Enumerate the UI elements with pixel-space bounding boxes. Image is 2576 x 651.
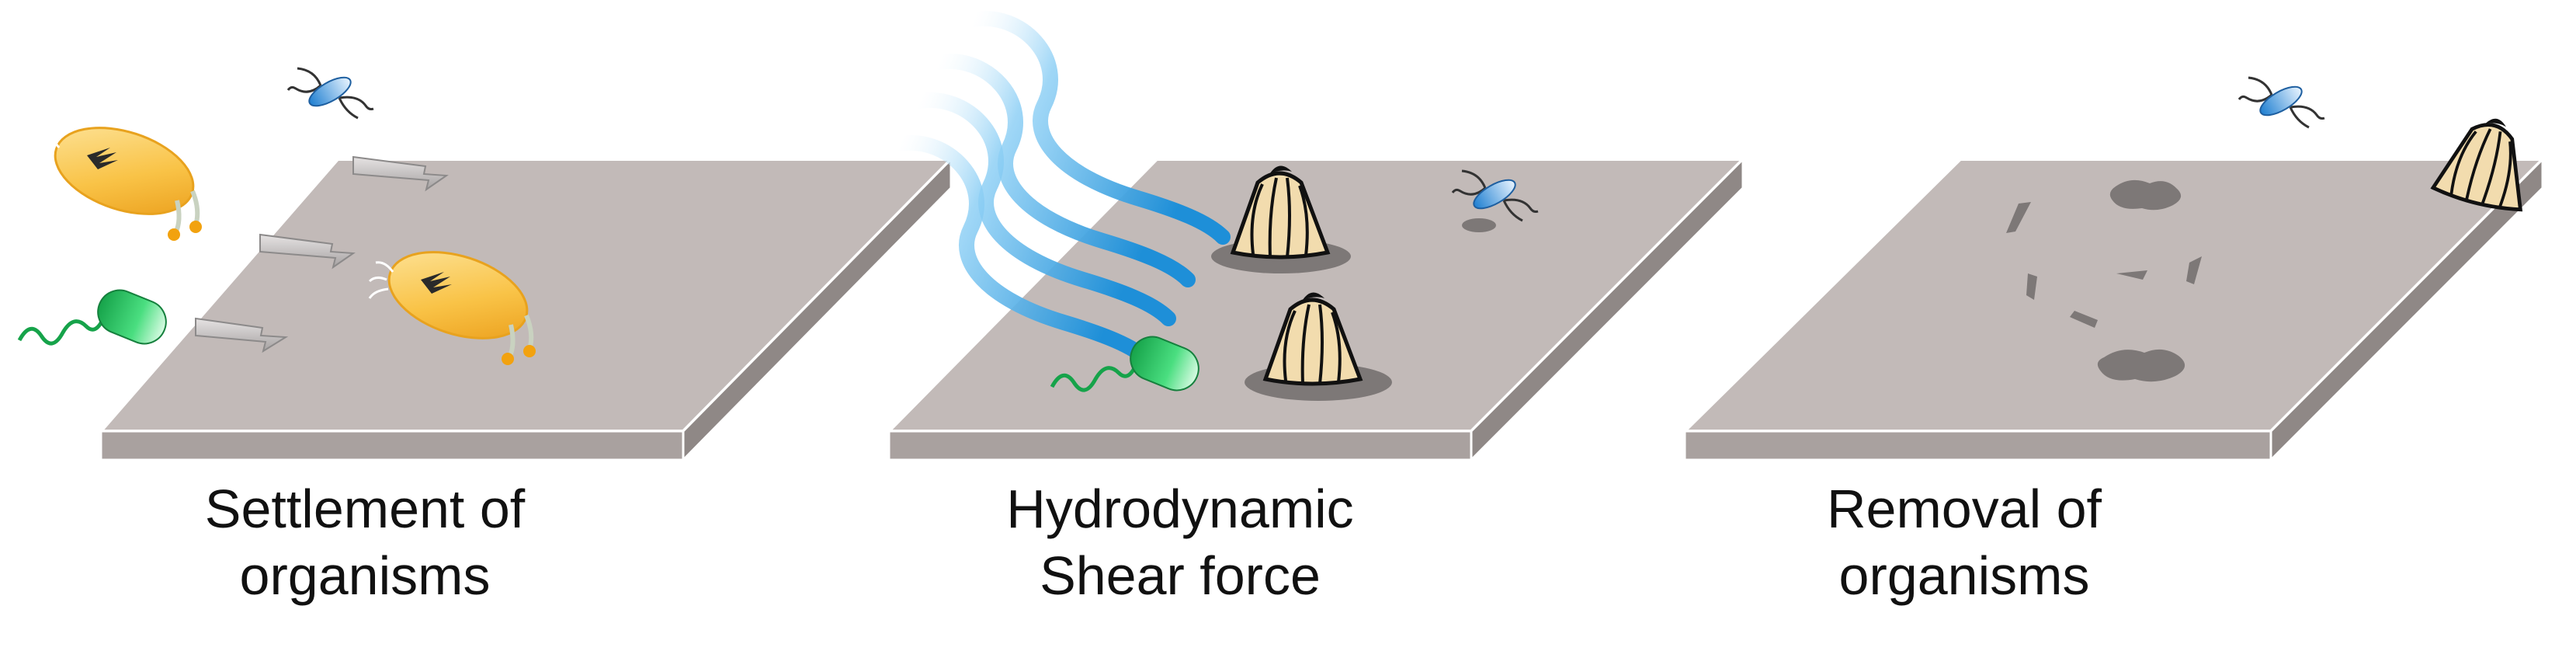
caption-line: organisms [239, 545, 491, 606]
cyprid-larva [36, 112, 204, 241]
panel-shear-force [885, 19, 1747, 463]
caption-line: Hydrodynamic [1006, 479, 1354, 539]
caption-line: organisms [1838, 545, 2090, 606]
residue-marks [2006, 179, 2202, 382]
caption-line: Removal of [1826, 479, 2102, 539]
algal-spore [2238, 76, 2326, 129]
algal-spore [286, 67, 375, 120]
panel-settlement [19, 67, 955, 463]
caption-settlement: Settlement of organisms [101, 475, 629, 609]
caption-removal: Removal of organisms [1700, 475, 2228, 609]
caption-line: Shear force [1040, 545, 1321, 606]
plate-front [1683, 430, 2272, 461]
plate-side [2269, 156, 2544, 463]
plate-front [887, 430, 1473, 461]
plate-front [99, 430, 685, 461]
bacterium [19, 284, 172, 350]
settlement-arrow [195, 317, 289, 353]
settlement-arrow [352, 155, 449, 192]
plate-side [1470, 156, 1745, 463]
settlement-arrow [259, 233, 356, 270]
spore-shadow [1462, 218, 1496, 232]
caption-shear-force: Hydrodynamic Shear force [916, 475, 1444, 609]
caption-line: Settlement of [204, 479, 526, 539]
panel-removal [1681, 76, 2546, 463]
plate-side [682, 156, 953, 463]
